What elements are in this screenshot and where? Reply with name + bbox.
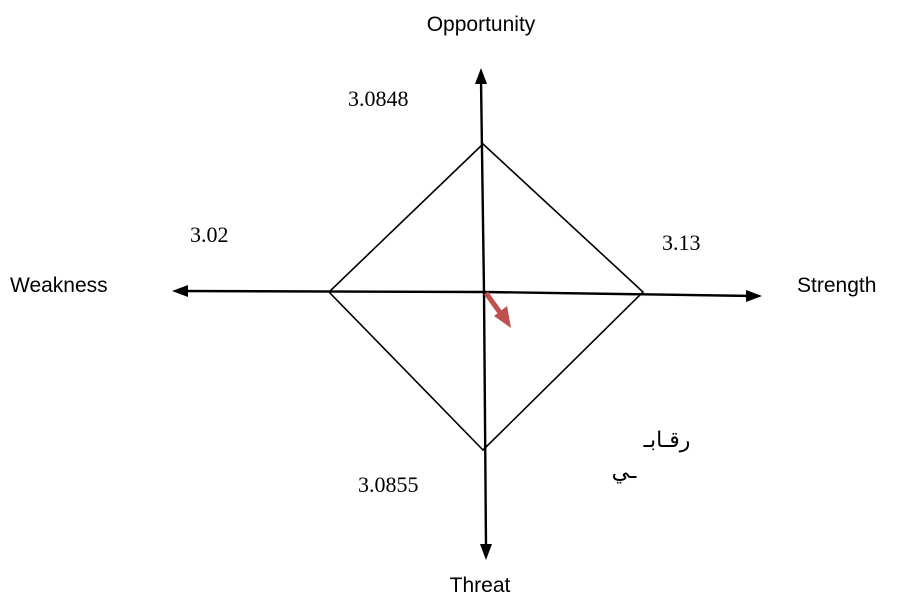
horizontal-axis-left bbox=[175, 289, 485, 294]
strategy-label-tail: ـي bbox=[612, 459, 637, 484]
arrowhead-right-icon bbox=[746, 290, 762, 302]
vertical-axis-up bbox=[479, 79, 486, 293]
value-strength: 3.13 bbox=[662, 230, 701, 255]
value-opportunity: 3.0848 bbox=[348, 86, 409, 111]
value-weakness: 3.02 bbox=[190, 222, 229, 247]
arrowhead-up-icon bbox=[475, 68, 487, 84]
vertical-axis-down bbox=[482, 291, 488, 549]
value-threat: 3.0855 bbox=[358, 472, 419, 497]
arrowhead-down-icon bbox=[480, 544, 492, 560]
axis-label-threat: Threat bbox=[450, 574, 511, 597]
arrowhead-left-icon bbox=[172, 285, 188, 297]
swot-diamond bbox=[327, 142, 645, 452]
axis-label-weakness: Weakness bbox=[10, 274, 108, 297]
strategy-label: رقـابـ bbox=[643, 428, 691, 453]
strategy-vector-arrow-icon bbox=[494, 306, 511, 328]
axis-label-opportunity: Opportunity bbox=[427, 13, 536, 36]
axis-label-strength: Strength bbox=[797, 274, 876, 297]
strategy-vector-arrow-shaft bbox=[483, 291, 504, 316]
horizontal-axis-right bbox=[483, 290, 755, 298]
